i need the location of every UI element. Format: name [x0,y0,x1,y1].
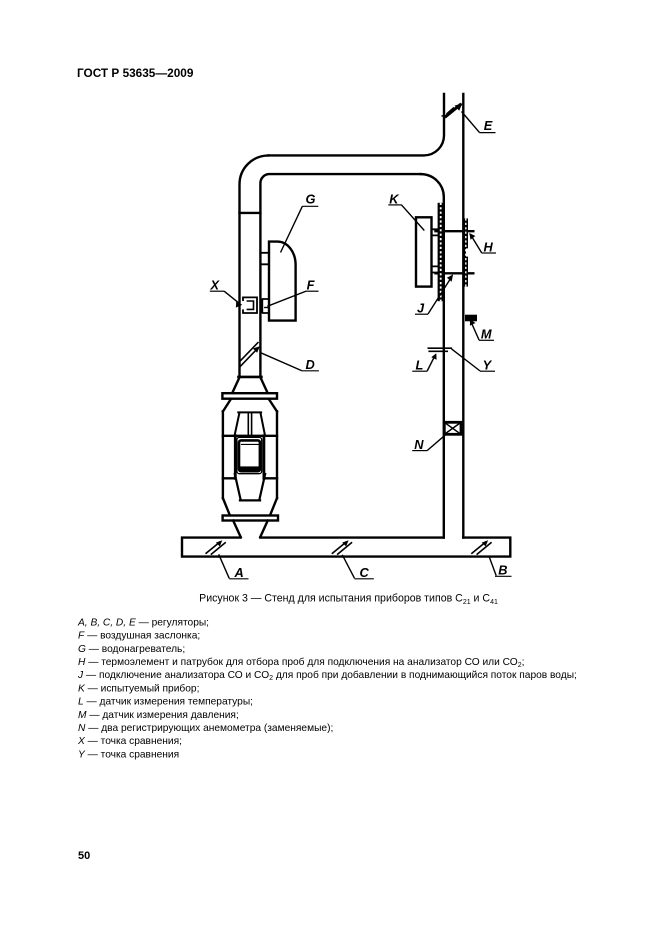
svg-text:J — подключение анализатора СО: J — подключение анализатора СО и СО2 для… [77,669,577,682]
svg-text:G — водонагреватель;: G — водонагреватель; [78,644,185,655]
svg-text:X — точка сравнения;: X — точка сравнения; [77,736,182,747]
svg-text:G: G [306,192,316,207]
svg-text:M — датчик измерения давления;: M — датчик измерения давления; [78,710,239,721]
svg-text:A: A [234,565,244,580]
svg-text:F: F [307,278,316,293]
svg-text:50: 50 [78,850,90,862]
svg-text:N: N [414,437,424,452]
svg-text:X: X [210,278,221,293]
svg-text:K — испытуемый прибор;: K — испытуемый прибор; [78,682,199,694]
svg-text:E: E [484,118,493,133]
svg-text:Y — точка сравнения: Y — точка сравнения [78,749,179,760]
svg-text:H: H [484,240,494,255]
svg-text:K: K [389,191,400,206]
svg-text:A, B, C, D, E — регуляторы;: A, B, C, D, E — регуляторы; [77,617,209,628]
svg-text:ГОСТ Р 53635—2009: ГОСТ Р 53635—2009 [77,66,194,80]
svg-text:L — датчик измерения температу: L — датчик измерения температуры; [78,697,253,708]
svg-text:F — воздушная заслонка;: F — воздушная заслонка; [78,631,200,642]
svg-text:Y: Y [483,358,493,373]
svg-text:M: M [481,327,492,342]
svg-text:J: J [417,301,425,316]
svg-text:Рисунок 3 — Стенд для испытани: Рисунок 3 — Стенд для испытания приборов… [199,593,498,607]
svg-text:D: D [306,357,315,372]
svg-text:H — термоэлемент и патрубок дл: H — термоэлемент и патрубок для отбора п… [78,656,524,669]
svg-text:C: C [360,565,370,580]
svg-text:L: L [416,358,424,373]
svg-text:N — два регистрирующих анемоме: N — два регистрирующих анемометра (замен… [78,723,333,734]
svg-text:B: B [498,563,507,578]
